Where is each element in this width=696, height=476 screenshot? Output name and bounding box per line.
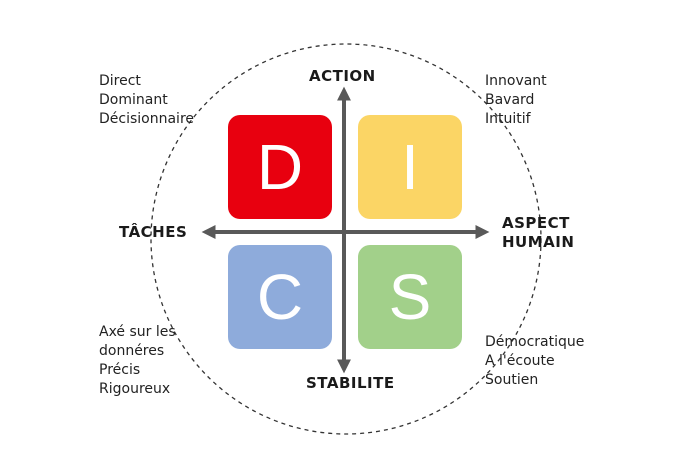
trait-item: Décisionnaire <box>99 111 195 127</box>
trait-item: Axé sur les <box>99 324 176 340</box>
quadrant-d: D <box>228 115 332 219</box>
trait-item: Direct <box>99 73 141 89</box>
quadrant-d-letter: D <box>256 131 304 203</box>
quadrant-s-letter: S <box>388 261 432 333</box>
quadrant-c-letter: C <box>256 261 304 333</box>
axis-label-right: ASPECT HUMAIN <box>502 214 574 252</box>
traits-top-left: Direct Dominant Décisionnaire <box>99 72 194 129</box>
trait-item: Dominant <box>99 92 168 108</box>
traits-bottom-left: Axé sur les donnéres Précis Rigoureux <box>99 323 176 399</box>
quadrant-c: C <box>228 245 332 349</box>
trait-item: Soutien <box>485 372 539 388</box>
axis-label-right-line-2: HUMAIN <box>502 233 575 251</box>
trait-item: Bavard <box>485 92 535 108</box>
axis-label-right-line-1: ASPECT <box>502 214 570 232</box>
traits-bottom-right: Démocratique A l'écoute Soutien <box>485 333 584 390</box>
trait-item: Précis <box>99 362 141 378</box>
quadrant-i: I <box>358 115 462 219</box>
trait-item: Démocratique <box>485 334 585 350</box>
trait-item: Intuitif <box>485 111 531 127</box>
trait-item: Innovant <box>485 73 547 89</box>
trait-item: donnéres <box>99 343 165 359</box>
quadrant-i-letter: I <box>401 131 419 203</box>
axis-label-bottom: STABILITE <box>306 374 395 392</box>
dashed-outer-circle <box>150 43 542 435</box>
trait-item: Rigoureux <box>99 381 171 397</box>
axis-label-left: TÂCHES <box>119 223 188 241</box>
quadrant-s: S <box>358 245 462 349</box>
trait-item: A l'écoute <box>485 353 555 369</box>
axis-label-top: ACTION <box>309 67 376 85</box>
traits-top-right: Innovant Bavard Intuitif <box>485 72 547 129</box>
